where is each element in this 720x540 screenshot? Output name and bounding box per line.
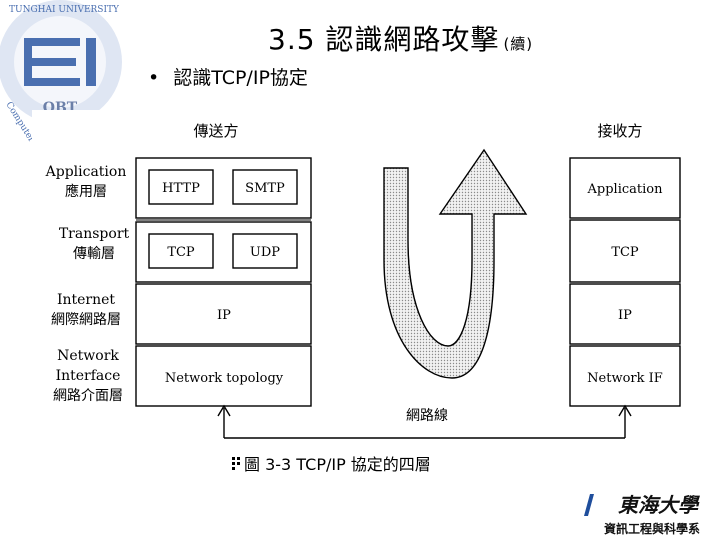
sender-http-cell: HTTP xyxy=(162,181,200,196)
footer-logo: 東海大學 資訊工程與科學系 xyxy=(582,490,716,538)
layer-network-en2: Interface xyxy=(56,368,121,384)
receiver-label: 接收方 xyxy=(597,122,642,140)
slide-title-suffix: (續) xyxy=(503,35,534,53)
layer-network-en: Network xyxy=(57,348,119,364)
sender-tcp-cell: TCP xyxy=(167,245,195,260)
sender-smtp-cell: SMTP xyxy=(245,181,285,196)
receiver-ip-cell: IP xyxy=(618,308,632,323)
layer-application-zh: 應用層 xyxy=(65,183,107,200)
layer-transport-zh: 傳輸層 xyxy=(73,246,115,262)
sender-network-cell: Network topology xyxy=(165,371,284,386)
slide-title-text: 3.5 認識網路攻擊 xyxy=(268,23,500,56)
layer-application-en: Application xyxy=(45,164,127,180)
u-turn-arrow-icon xyxy=(383,148,528,379)
footer-department-name: 資訊工程與科學系 xyxy=(604,521,700,536)
sender-label: 傳送方 xyxy=(193,122,238,140)
layer-internet-en: Internet xyxy=(57,292,115,308)
sender-udp-cell: UDP xyxy=(250,245,280,260)
receiver-tcp-cell: TCP xyxy=(611,245,639,260)
network-wire xyxy=(217,404,632,439)
caption-marker-icon xyxy=(232,457,240,470)
slide-title: 3.5 認識網路攻擊(續) xyxy=(268,18,533,58)
receiver-stack xyxy=(569,157,681,407)
receiver-application-cell: Application xyxy=(587,182,664,197)
figure-caption: 圖 3-3 TCP/IP 協定的四層 xyxy=(244,455,431,474)
receiver-network-cell: Network IF xyxy=(587,371,663,386)
logo-top-text: TUNGHAI UNIVERSITY xyxy=(9,5,120,15)
layer-internet-zh: 網際網路層 xyxy=(51,312,121,328)
layer-transport-en: Transport xyxy=(59,226,130,242)
footer-university-name: 東海大學 xyxy=(618,493,700,517)
footer-slash-icon xyxy=(584,494,594,516)
sender-stack xyxy=(135,157,312,407)
bullet-text: 認識TCP/IP協定 xyxy=(173,67,308,89)
sender-ip-cell: IP xyxy=(217,308,231,323)
wire-label: 網路線 xyxy=(406,408,448,424)
bullet-dot-icon: • xyxy=(148,67,160,89)
bullet-item: • 認識TCP/IP協定 xyxy=(148,63,308,90)
layer-network-zh: 網路介面層 xyxy=(53,388,123,404)
tcpip-figure: 傳送方 接收方 Application 應用層 Transport 傳輸層 In… xyxy=(32,110,692,484)
